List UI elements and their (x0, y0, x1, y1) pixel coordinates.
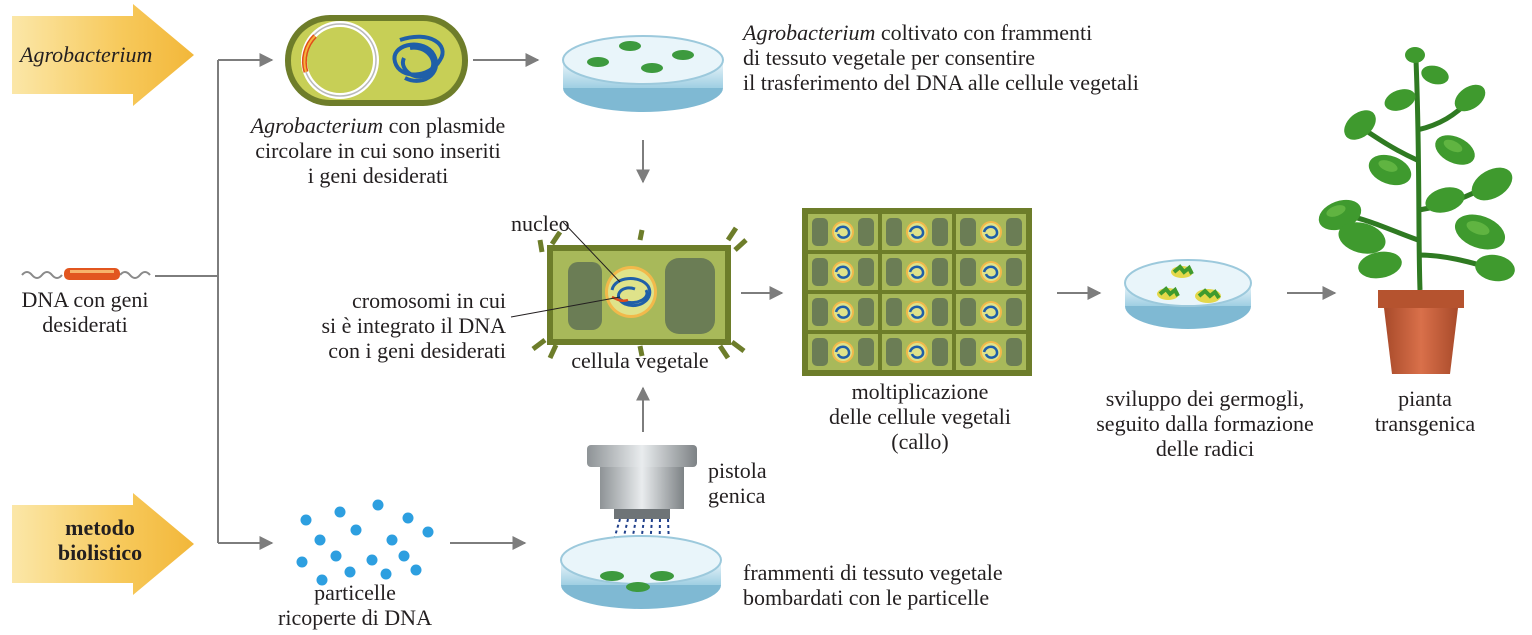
shoots-caption-line3: delle radici (1155, 436, 1255, 461)
shoots-caption-line2: seguito dalla formazione (1096, 411, 1314, 436)
biolistic-input-label-line1: metodo (65, 515, 135, 540)
petri-dish-shoots (1124, 259, 1252, 329)
callus-cell (956, 334, 1026, 370)
agrobacterium-plasmid-caption-line3: i geni desiderati (307, 163, 449, 188)
dna-particle (380, 568, 392, 580)
dna-particle (372, 499, 384, 511)
callus-caption-line3: (callo) (891, 429, 949, 454)
callus-cell (882, 334, 952, 370)
dna-label-line1: DNA con geni (21, 287, 149, 312)
dna-particle (330, 550, 342, 562)
callus-cell (808, 334, 878, 370)
dna-particle (296, 556, 308, 568)
petri-dish-bombarded (560, 535, 722, 609)
connector-lines (155, 53, 1337, 550)
callus-tissue (802, 208, 1032, 376)
callus-cell (808, 214, 878, 250)
dna-particle (422, 526, 434, 538)
shoots-caption-line1: sviluppo dei germogli, (1105, 386, 1305, 411)
agrobacterium-input-label: Agrobacterium (20, 42, 153, 67)
dna-particle (386, 534, 398, 546)
dna-particle (316, 574, 328, 586)
gene-gun (587, 445, 697, 575)
agrobacterium-plasmid-caption-line1: Agrobacterium con plasmide (250, 113, 506, 138)
agrobacterium-cell (285, 15, 468, 106)
dna-particle (314, 534, 326, 546)
culture-caption-line1: Agrobacterium coltivato con frammenti (743, 20, 1093, 45)
chromosomes-label-line1: cromosomi in cui (352, 288, 506, 313)
culture-caption-line3: il trasferimento del DNA alle cellule ve… (743, 70, 1139, 95)
nucleus-label: nucleo (511, 211, 570, 236)
agrobacterium-plasmid-caption-line2: circolare in cui sono inseriti (255, 138, 501, 163)
plant-cell (510, 221, 748, 360)
dna-particle (366, 554, 378, 566)
gene-gun-label-line1: pistola (708, 458, 767, 483)
petri-dish-culture (562, 35, 724, 112)
dna-particle (300, 514, 312, 526)
bacterial-chromosome (392, 34, 445, 83)
callus-cell (882, 214, 952, 250)
biolistic-input-label-line2: biolistico (57, 540, 143, 565)
particles-caption-line2: ricoperte di DNA (278, 605, 432, 630)
agrobacterium-input-arrow (12, 4, 194, 106)
dna-particle (398, 550, 410, 562)
callus-cell (808, 254, 878, 290)
culture-caption-line2: di tessuto vegetale per consentire (743, 45, 1036, 70)
dna-particle (344, 566, 356, 578)
plant-cell-caption: cellula vegetale (571, 348, 709, 373)
callus-cell (956, 214, 1026, 250)
transgenic-plant (1318, 47, 1515, 374)
plant-caption-line1: pianta (1398, 386, 1452, 411)
dna-particle (350, 524, 362, 536)
particles-caption-line1: particelle (314, 580, 396, 605)
biolistic-input-arrow (12, 493, 194, 595)
callus-caption-line1: moltiplicazione (851, 379, 989, 404)
chromosomes-label-line2: si è integrato il DNA (321, 313, 506, 338)
callus-cell (882, 254, 952, 290)
gene-gun-label-line2: genica (708, 483, 766, 508)
dna-particle (410, 564, 422, 576)
bombarded-caption-line2: bombardati con le particelle (743, 585, 990, 610)
plant-caption-line2: transgenica (1374, 411, 1476, 436)
chromosomes-label-line3: con i geni desiderati (328, 338, 506, 363)
bombarded-caption-line1: frammenti di tessuto vegetale (743, 560, 1003, 585)
dna-particle (334, 506, 346, 518)
dna-label-line2: desiderati (42, 312, 128, 337)
callus-caption-line2: delle cellule vegetali (828, 404, 1011, 429)
callus-cell (808, 294, 878, 330)
dna-strand (21, 268, 151, 280)
dna-particles (296, 499, 434, 586)
callus-cell (882, 294, 952, 330)
callus-cell (956, 294, 1026, 330)
dna-particle (402, 512, 414, 524)
callus-cell (956, 254, 1026, 290)
